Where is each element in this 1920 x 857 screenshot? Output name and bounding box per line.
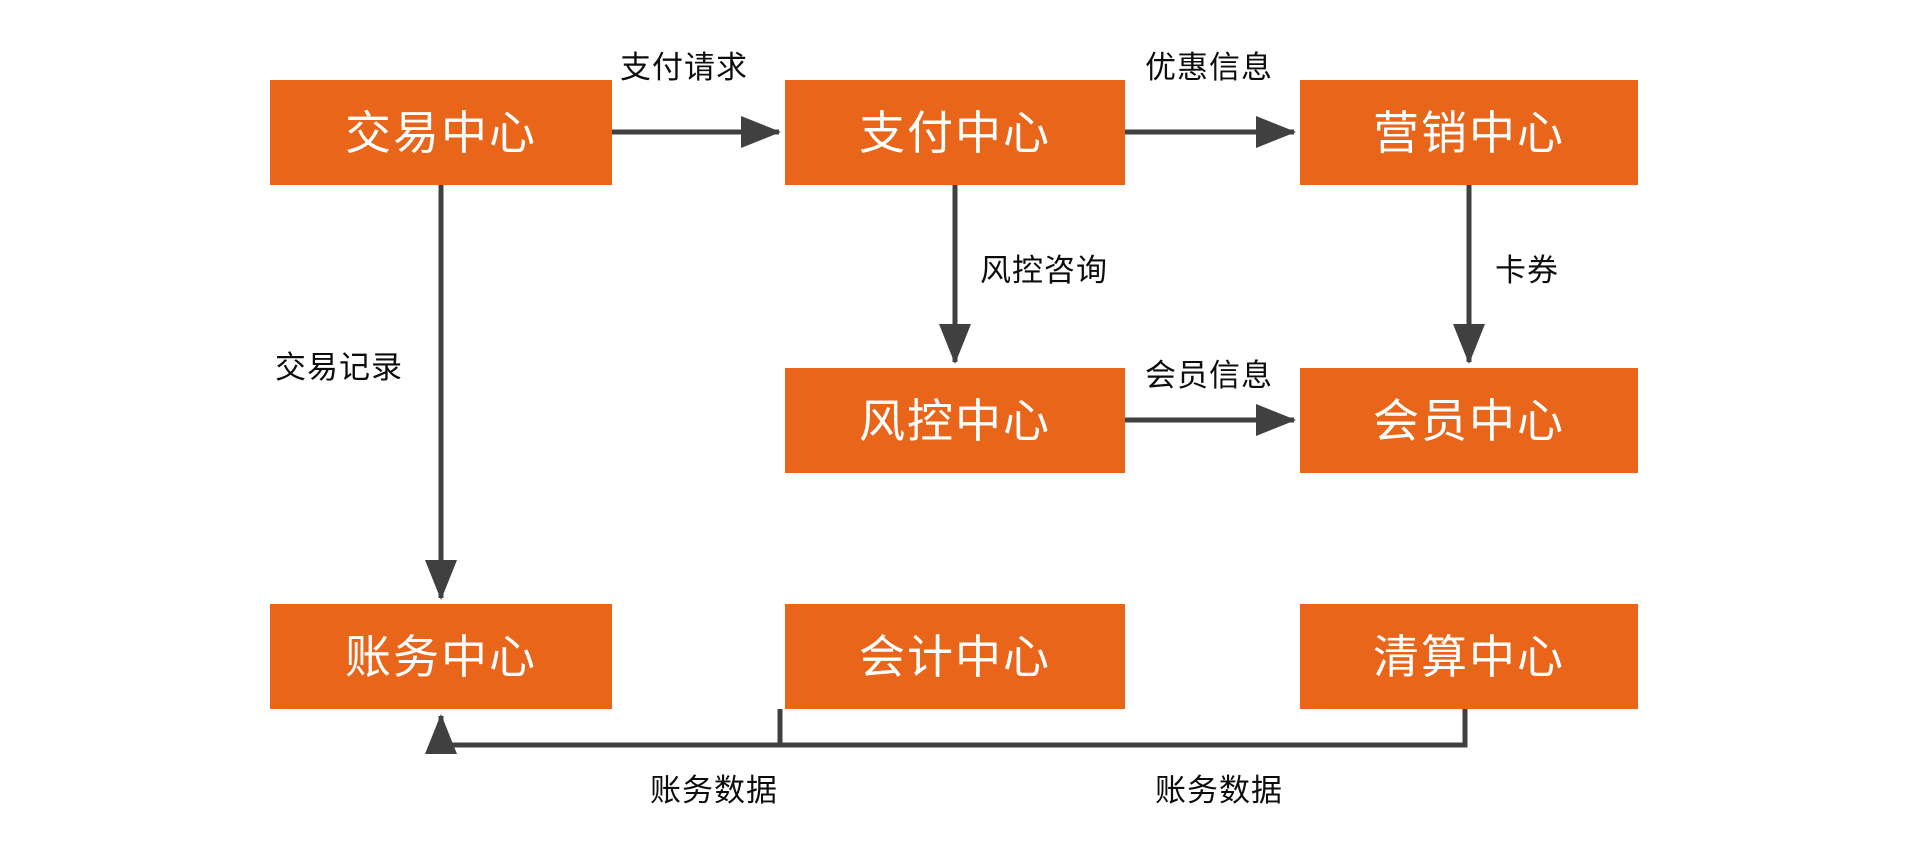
edge-label-trade-to-account: 交易记录 xyxy=(275,350,403,385)
edge-label-riskctrl-to-member: 会员信息 xyxy=(1145,358,1273,393)
node-clearing[interactable]: 清算中心 xyxy=(1300,604,1638,709)
connector-clearing-to-account xyxy=(441,709,1468,748)
node-label: 会计中心 xyxy=(859,630,1051,683)
node-payment[interactable]: 支付中心 xyxy=(785,80,1125,185)
connector-accounting-to-account xyxy=(424,709,783,754)
node-trade[interactable]: 交易中心 xyxy=(270,80,612,185)
node-riskctrl[interactable]: 风控中心 xyxy=(785,368,1125,473)
node-marketing[interactable]: 营销中心 xyxy=(1300,80,1638,185)
node-member[interactable]: 会员中心 xyxy=(1300,368,1638,473)
node-label: 交易中心 xyxy=(345,106,537,159)
edge-label-payment-to-marketing: 优惠信息 xyxy=(1145,50,1273,85)
edge-label-trade-to-payment: 支付请求 xyxy=(620,50,748,85)
node-label: 营销中心 xyxy=(1373,106,1565,159)
edge-label-accounting-to-account: 账务数据 xyxy=(650,773,778,808)
edge-label-payment-to-riskctrl: 风控咨询 xyxy=(980,253,1108,288)
node-label: 支付中心 xyxy=(859,106,1051,159)
node-label: 风控中心 xyxy=(859,394,1051,447)
node-accounting[interactable]: 会计中心 xyxy=(785,604,1125,709)
edge-label-marketing-to-member: 卡券 xyxy=(1495,253,1559,288)
node-account[interactable]: 账务中心 xyxy=(270,604,612,709)
edge-label-clearing-to-account: 账务数据 xyxy=(1155,773,1283,808)
node-label: 清算中心 xyxy=(1373,630,1565,683)
node-label: 会员中心 xyxy=(1373,394,1565,447)
node-label: 账务中心 xyxy=(345,630,537,683)
